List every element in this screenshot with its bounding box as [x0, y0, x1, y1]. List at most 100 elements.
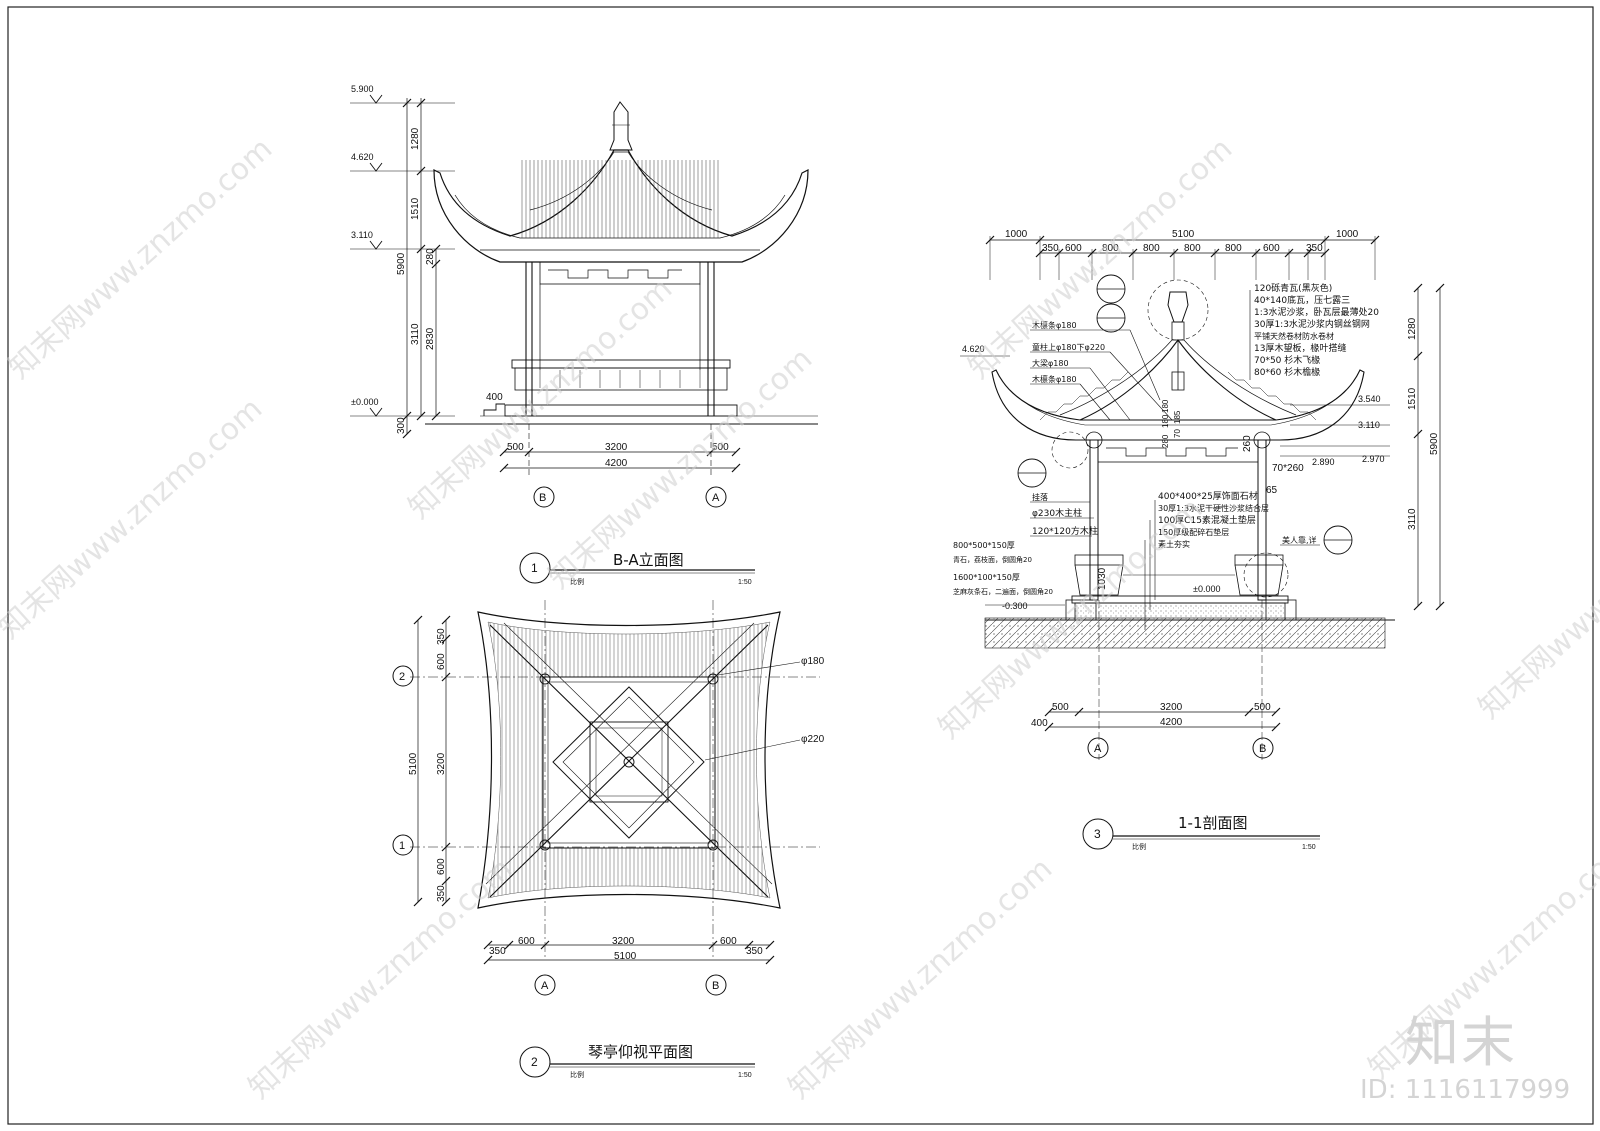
- plan-vdim-total: 5100: [408, 752, 419, 775]
- elevation-vdim-1280: 1280: [410, 127, 421, 150]
- floor-note-3: 100厚C15素混凝土垫层: [1158, 514, 1256, 526]
- floor-note-5: 素土夯实: [1158, 539, 1190, 549]
- left-note-3: 大梁φ180: [1032, 358, 1069, 368]
- sheet-border: [7, 6, 1594, 1125]
- base-note-3: 1600*100*150厚: [953, 573, 1020, 582]
- plan-axis-a: A: [541, 980, 549, 992]
- plan-hdim-3: 3200: [612, 936, 635, 947]
- section-top-dim-5: 600: [1065, 243, 1082, 254]
- section-right-dim-2: 1510: [1407, 387, 1418, 410]
- elevation-axis-b: B: [539, 492, 546, 504]
- elevation-level-4: ±0.000: [351, 397, 378, 407]
- section-level-3: 3.110: [1358, 420, 1380, 430]
- roof-note-3: 1:3水泥沙浆，卧瓦层最薄处20: [1254, 306, 1379, 318]
- plan-hdim-4: 600: [720, 936, 737, 947]
- roof-note-8: 80*60 杉木檐椽: [1254, 366, 1320, 378]
- elevation-hdim-3: 500: [712, 442, 729, 453]
- base-note-2: 青石，荔枝面，倒圆角20: [953, 555, 1032, 564]
- plan-hdim-2: 600: [518, 936, 535, 947]
- section-inner-dim-9: 1030: [1097, 567, 1108, 590]
- section-top-dim-2: 5100: [1172, 229, 1195, 240]
- section-level-1: 4.620: [962, 344, 985, 354]
- section-bottom-dim-3: 500: [1254, 702, 1271, 713]
- plan-callout-180: φ180: [801, 656, 825, 667]
- elevation-step-dim: 400: [486, 392, 503, 403]
- plan-vdim-5: 350: [436, 885, 447, 902]
- section-level-5: 2.890: [1312, 457, 1335, 467]
- plan-hdim-total: 5100: [614, 951, 637, 962]
- brand-logo: 知末: [1405, 1011, 1517, 1074]
- roof-note-1: 120砾青瓦(黑灰色): [1254, 282, 1332, 294]
- section-inner-dim-7: 70*260: [1272, 463, 1304, 474]
- roof-note-4: 30厚1:3水泥沙浆内钢丝钢网: [1254, 318, 1370, 330]
- plan-axis-b: B: [712, 980, 719, 992]
- section-bottom-dim-2: 3200: [1160, 702, 1183, 713]
- section-inner-dim-1: 280: [1161, 434, 1170, 448]
- plan-vdim-2: 600: [436, 653, 447, 670]
- section-axis-b: B: [1259, 743, 1266, 755]
- elevation-drawing: [350, 94, 818, 584]
- base-note-1: 800*500*150厚: [953, 541, 1015, 550]
- elevation-vdim-2830: 2830: [425, 327, 436, 350]
- plan-drawing: [392, 600, 820, 1078]
- section-level-4: 2.970: [1362, 454, 1385, 464]
- elevation-level-2: 4.620: [351, 152, 374, 162]
- section-right-dim-3: 5900: [1429, 432, 1440, 455]
- plan-vdim-1: 350: [436, 628, 447, 645]
- section-bottom-dim-1: 500: [1052, 702, 1069, 713]
- section-left-notes: 木檩条φ180 童柱上φ180下φ220 大梁φ180 木檩条φ180 挂落 φ…: [1032, 320, 1105, 537]
- plan-texts: 2 1 350 600 5100 3200 600 350 φ180 φ220 …: [399, 628, 825, 1079]
- watermark-text-5: 知末网www.znzmo.com: [242, 851, 519, 1106]
- watermark-text-10: 知末网www.znzmo.com: [1472, 471, 1600, 726]
- elevation-vdim-300: 300: [396, 417, 407, 434]
- elevation-scale: 1:50: [738, 579, 752, 586]
- elevation-texts: 5.900 4.620 3.110 ±0.000 1280 1510 5900 …: [351, 84, 752, 586]
- left-note-6: φ230木主柱: [1032, 507, 1082, 519]
- section-top-dim-7: 800: [1143, 243, 1160, 254]
- section-top-dim-9: 800: [1225, 243, 1242, 254]
- section-scale: 1:50: [1302, 844, 1316, 851]
- section-inner-dim-3: 180: [1161, 399, 1170, 413]
- plan-scale: 1:50: [738, 1072, 752, 1079]
- left-note-2: 童柱上φ180下φ220: [1032, 342, 1105, 352]
- elevation-title: B-A立面图: [613, 551, 684, 569]
- plan-axis-1: 1: [399, 840, 405, 852]
- section-top-dim-1: 1000: [1005, 229, 1028, 240]
- elevation-vdim-280: 280: [425, 248, 436, 265]
- section-right-dim-4: 3110: [1407, 508, 1418, 530]
- section-roof-notes: 120砾青瓦(黑灰色) 40*140底瓦，压七露三 1:3水泥沙浆，卧瓦层最薄处…: [1254, 282, 1379, 378]
- plan-hdim-5: 350: [746, 946, 763, 957]
- left-note-4: 木檩条φ180: [1032, 374, 1077, 384]
- plan-hdim-1: 350: [489, 946, 506, 957]
- section-top-dim-11: 350: [1306, 243, 1323, 254]
- section-level-2: 3.540: [1358, 394, 1381, 404]
- section-inner-dim-4: 70: [1173, 429, 1182, 438]
- elevation-scale-label: 比例: [570, 577, 584, 586]
- section-top-dim-3: 1000: [1336, 229, 1359, 240]
- section-inner-dim-8: 65: [1266, 485, 1278, 496]
- section-title: 1-1剖面图: [1178, 814, 1248, 832]
- watermark-text-2: 知末网www.znzmo.com: [0, 391, 269, 646]
- section-top-dim-8: 800: [1184, 243, 1201, 254]
- section-bottom-dim-4: 400: [1031, 718, 1048, 729]
- left-note-7: 120*120方木柱: [1032, 525, 1098, 537]
- image-id: ID: 1116117999: [1360, 1075, 1571, 1105]
- plan-vdim-3: 3200: [436, 752, 447, 775]
- section-bottom-dim-5: 4200: [1160, 717, 1183, 728]
- plan-scale-label: 比例: [570, 1070, 584, 1079]
- section-level-7: -0.300: [1002, 601, 1028, 611]
- section-right-dim-1: 1280: [1407, 317, 1418, 340]
- watermark-text-1: 知末网www.znzmo.com: [2, 131, 279, 386]
- section-level-6: ±0.000: [1193, 584, 1220, 594]
- section-scale-label: 比例: [1132, 842, 1146, 851]
- seat-note: 美人靠,详: [1282, 535, 1317, 545]
- base-note-4: 芝麻灰条石，二遍面，倒圆角20: [953, 587, 1053, 596]
- section-floor-notes: 400*400*25厚饰面石材 30厚1:3水泥干硬性沙浆结合层 100厚C15…: [1158, 490, 1269, 549]
- plan-vdim-4: 600: [436, 858, 447, 875]
- plan-title: 琴亭仰视平面图: [588, 1043, 693, 1061]
- plan-number: 2: [531, 1055, 538, 1069]
- section-base-notes: 800*500*150厚 青石，荔枝面，倒圆角20 1600*100*150厚 …: [953, 541, 1053, 596]
- section-axis-a: A: [1094, 743, 1102, 755]
- elevation-hdim-2: 3200: [605, 442, 628, 453]
